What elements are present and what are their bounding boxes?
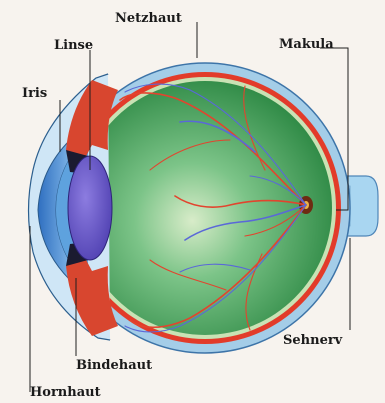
anterior-segment [29,74,119,340]
label-hornhaut: Hornhaut [30,385,101,400]
lens [68,156,112,260]
label-makula: Makula [279,37,334,52]
vitreous-body [78,81,332,335]
label-iris: Iris [22,86,47,101]
label-linse: Linse [54,38,93,53]
label-bindehaut: Bindehaut [76,358,152,373]
label-sehnerv: Sehnerv [283,333,343,348]
label-netzhaut: Netzhaut [115,11,182,26]
